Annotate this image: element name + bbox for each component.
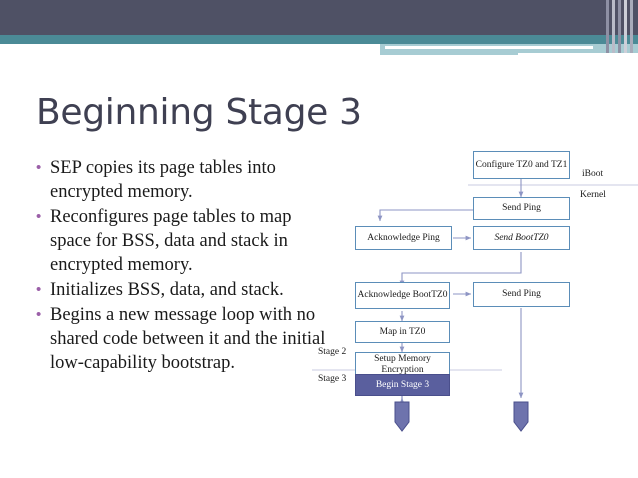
header-stripe-3 bbox=[618, 0, 621, 53]
header-stripe-2 bbox=[612, 0, 615, 53]
list-item: • Initializes BSS, data, and stack. bbox=[36, 278, 326, 302]
node-acknowledge-ping[interactable]: Acknowledge Ping bbox=[355, 226, 452, 250]
node-send-ping-1[interactable]: Send Ping bbox=[473, 197, 570, 220]
terminator-left bbox=[394, 401, 410, 432]
lane-label-kernel: Kernel bbox=[580, 190, 606, 200]
node-begin-stage-3[interactable]: Begin Stage 3 bbox=[355, 374, 450, 396]
list-item: • Begins a new message loop with no shar… bbox=[36, 303, 326, 375]
bullet-text: Initializes BSS, data, and stack. bbox=[50, 280, 284, 300]
terminator-right bbox=[513, 401, 529, 432]
lane-label-stage2: Stage 2 bbox=[318, 347, 347, 357]
bullet-list: • SEP copies its page tables into encryp… bbox=[36, 156, 326, 376]
header-stripe-5 bbox=[630, 0, 633, 53]
page-title: Beginning Stage 3 bbox=[36, 92, 362, 133]
flow-diagram: Configure TZ0 and TZ1 Send Ping Acknowle… bbox=[312, 140, 638, 440]
header-teal-band bbox=[0, 35, 638, 44]
list-item: • Reconfigures page tables to map space … bbox=[36, 205, 326, 277]
header-dark-band bbox=[0, 0, 638, 35]
bullet-text: SEP copies its page tables into encrypte… bbox=[50, 158, 276, 202]
header-white-slit bbox=[385, 46, 593, 49]
header-stripe-1 bbox=[606, 0, 609, 53]
bullet-marker-icon: • bbox=[36, 281, 42, 298]
bullet-marker-icon: • bbox=[36, 208, 42, 225]
bullet-marker-icon: • bbox=[36, 159, 42, 176]
lane-label-iboot: iBoot bbox=[582, 169, 604, 179]
list-item: • SEP copies its page tables into encryp… bbox=[36, 156, 326, 204]
bullet-text: Reconfigures page tables to map space fo… bbox=[50, 207, 292, 275]
lane-label-stage3: Stage 3 bbox=[318, 374, 347, 384]
bullet-marker-icon: • bbox=[36, 306, 42, 323]
node-acknowledge-boottz0[interactable]: Acknowledge BootTZ0 bbox=[355, 282, 450, 309]
bullet-text: Begins a new message loop with no shared… bbox=[50, 305, 326, 373]
header-stripe-4 bbox=[624, 0, 627, 53]
node-send-ping-2[interactable]: Send Ping bbox=[473, 282, 570, 307]
node-send-boottz0[interactable]: Send BootTZ0 bbox=[473, 226, 570, 250]
node-configure-tz[interactable]: Configure TZ0 and TZ1 bbox=[473, 151, 570, 179]
node-map-in-tz0[interactable]: Map in TZ0 bbox=[355, 321, 450, 343]
header-pale-band bbox=[380, 50, 518, 55]
